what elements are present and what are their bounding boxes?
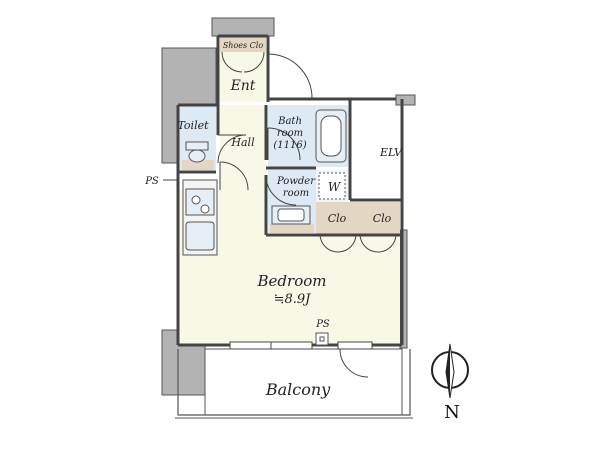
bath-room-label-2: room	[277, 128, 303, 139]
bedroom-label: Bedroom	[257, 272, 327, 290]
clo-right-label: Clo	[373, 212, 392, 225]
north-label: N	[444, 402, 460, 423]
ps-left-label: PS	[144, 176, 159, 187]
balcony-area	[175, 348, 413, 419]
shoes-clo-label: Shoes Clo	[223, 41, 264, 50]
hall-label: Hall	[230, 136, 255, 149]
toilet-label: Toilet	[177, 119, 209, 132]
fixtures	[182, 109, 347, 346]
doors	[217, 51, 397, 378]
floor-areas	[178, 36, 400, 345]
bath-room-label-1: Bath	[277, 116, 302, 127]
elv-label: ELV	[379, 146, 403, 159]
clo-left-label: Clo	[328, 212, 347, 225]
powder-room-label-1: Powder	[276, 176, 316, 187]
bedroom-windows	[229, 341, 373, 350]
ps-bottom-label: PS	[315, 319, 330, 330]
bedroom-area-label: ≒8.9J	[274, 292, 312, 307]
washer-label: W	[328, 180, 342, 194]
bath-room-label-3: (1116)	[273, 140, 306, 151]
ent-label: Ent	[230, 78, 256, 94]
compass-icon: N	[431, 343, 469, 423]
balcony-label: Balcony	[265, 380, 331, 399]
powder-room-label-2: room	[283, 188, 309, 199]
